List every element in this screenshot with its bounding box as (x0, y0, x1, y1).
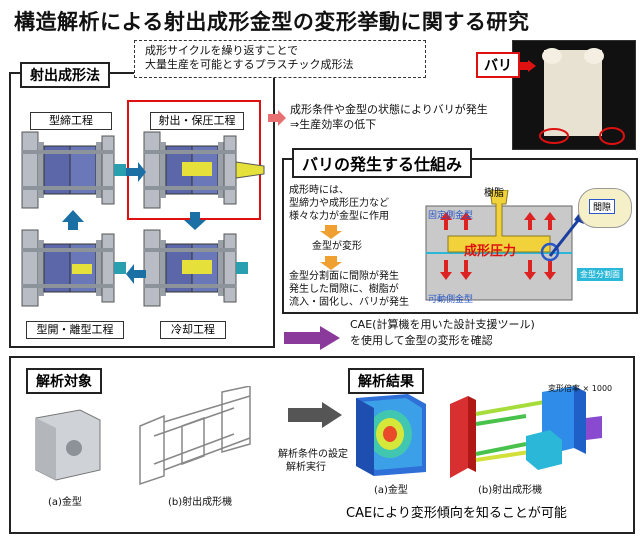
target-machine-label: (b)射出成形機 (168, 497, 233, 508)
arrow-cool-to-open (126, 264, 146, 284)
mechanism-text1-1: 成形時には、 (289, 185, 349, 196)
inject-machine (143, 131, 265, 209)
burr-label: バリ (476, 52, 520, 78)
burr-photo (539, 48, 625, 145)
parting-line-label: 金型分割面 (577, 268, 623, 281)
gap-zoom: 間隙 (578, 188, 632, 228)
mechanism-text2: 金型が変形 (312, 241, 362, 252)
injection-tab: 射出成形法 (20, 62, 110, 88)
page-title: 構造解析による射出成形金型の変形挙動に関する研究 (14, 10, 530, 34)
mechanism-down-arrow-2 (320, 256, 342, 270)
mechanism-text3-1: 金型分割面に間隙が発生 (289, 271, 399, 282)
mechanism-text1-2: 型締力や成形圧力など (289, 198, 389, 209)
analysis-target-tab: 解析対象 (26, 368, 102, 394)
target-mold-image (35, 409, 101, 481)
target-machine-image (139, 386, 251, 486)
arrow-inject-to-cool (184, 212, 206, 230)
resin-label: 樹脂 (484, 188, 504, 199)
mechanism-text3-2: 発生した間隙に、樹脂が (289, 284, 399, 295)
gap-label: 間隙 (589, 199, 616, 214)
scale-label: 変形倍率 × 1000 (548, 384, 613, 393)
result-machine-label: (b)射出成形機 (478, 485, 543, 496)
gap-circle (540, 242, 560, 262)
injection-cycle-diagram (21, 131, 265, 307)
burr-arrow (520, 60, 536, 72)
mold-section-diagram (425, 190, 573, 301)
arrow-open-to-clamp (62, 210, 84, 230)
burr-consequence-1: 成形条件や金型の状態によりバリが発生 (290, 103, 488, 116)
analysis-arrow (288, 402, 342, 428)
cae-arrow (284, 326, 340, 350)
step-inject-label: 射出・保圧工程 (150, 112, 244, 130)
consequence-arrow (268, 110, 286, 126)
result-mold-label: (a)金型 (374, 485, 408, 496)
arrow-clamp-to-inject (126, 162, 146, 182)
mechanism-tab: バリの発生する仕組み (292, 148, 473, 178)
conditions-text-1: 解析条件の設定 (278, 449, 348, 460)
pressure-label: 成形圧力 (464, 244, 517, 259)
step-cool-label: 冷却工程 (160, 321, 226, 339)
mechanism-down-arrow-1 (320, 225, 342, 239)
clamp-machine (21, 131, 126, 209)
injection-description: 成形サイクルを繰り返すことで 大量生産を可能とするプラスチック成形法 (134, 40, 426, 78)
mechanism-text1-3: 様々な力が金型に作用 (289, 211, 389, 222)
conditions-text-2: 解析実行 (286, 462, 326, 473)
result-machine-image (450, 386, 602, 478)
analysis-result-tab: 解析結果 (348, 368, 424, 394)
burr-circle-left (539, 128, 569, 144)
conclusion-text: CAEにより変形傾向を知ることが可能 (346, 506, 567, 521)
mechanism-text3-3: 流入・固化し、バリが発生 (289, 297, 409, 308)
lower-mold-label: 可動側金型 (428, 295, 474, 305)
cool-machine (143, 229, 248, 307)
cae-text-2: を使用して金型の変形を確認 (350, 334, 493, 347)
target-mold-label: (a)金型 (48, 497, 82, 508)
result-mold-image (356, 394, 426, 476)
burr-consequence-2: ⇒生産効率の低下 (290, 118, 377, 131)
step-open-label: 型開・離型工程 (26, 321, 124, 339)
upper-mold-label: 固定側金型 (428, 211, 474, 221)
burr-circle-right (599, 127, 625, 145)
cae-text-1: CAE(計算機を用いた設計支援ツール) (350, 318, 535, 331)
step-clamp-label: 型締工程 (30, 112, 112, 130)
open-machine (21, 229, 126, 307)
